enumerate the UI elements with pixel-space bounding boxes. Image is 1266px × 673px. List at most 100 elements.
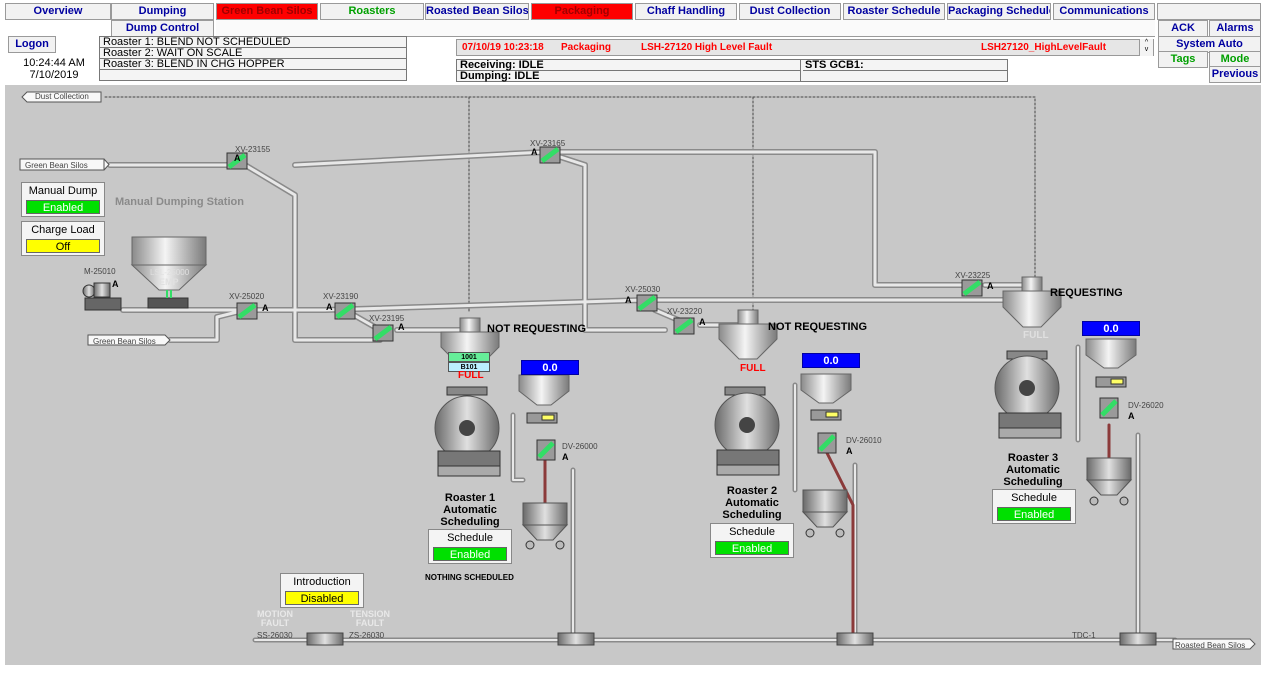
process-piping [19, 91, 1256, 650]
tdc-label: TDC-1 [1072, 631, 1096, 640]
roaster2-title: Roaster 2 Automatic Scheduling [722, 485, 782, 521]
clock-time: 10:24:44 AM [23, 57, 85, 69]
roaster2-dv-label: DV-26010 [846, 436, 882, 445]
receiving-status: Receiving: IDLE [457, 60, 801, 71]
xv23165-a: A [531, 147, 538, 157]
xv23225-label: XV-23225 [955, 271, 991, 280]
roasted-bean-silos-tag[interactable]: Roasted Bean Silos [1175, 641, 1246, 650]
xv23190-label: XV-23190 [323, 292, 359, 301]
roaster-status-box: Roaster 1: BLEND NOT SCHEDULED Roaster 2… [99, 36, 407, 81]
nav-dumping[interactable]: Dumping [111, 3, 214, 20]
charge-load-value[interactable]: Off [26, 239, 100, 253]
nav-roaster-schedule[interactable]: Roaster Schedule [843, 3, 945, 20]
xv23165-label: XV-23165 [530, 139, 566, 148]
roaster3-full: FULL [1023, 330, 1049, 341]
status-box: Receiving: IDLE Dumping: IDLE STS GCB1: [456, 59, 1008, 82]
mode-button[interactable]: Mode [1209, 51, 1261, 68]
ack-button[interactable]: ACK [1158, 20, 1208, 37]
xv23195-a: A [398, 322, 405, 332]
introduction-title: Introduction [293, 576, 351, 588]
previous-button[interactable]: Previous [1209, 66, 1261, 83]
roaster2-schedule-value[interactable]: Enabled [715, 541, 789, 555]
tags-button[interactable]: Tags [1158, 51, 1208, 68]
motor-label: M-25010 [84, 267, 116, 276]
nav-overview[interactable]: Overview [5, 3, 111, 20]
sts-status: STS GCB1: [803, 60, 1007, 71]
xv25030-label: XV-25030 [625, 285, 661, 294]
roaster2-dv-a: A [846, 446, 853, 456]
xv23155-a: A [234, 153, 241, 163]
clock-date: 7/10/2019 [29, 69, 79, 81]
roaster3-schedule-panel[interactable]: Schedule Enabled [992, 489, 1076, 524]
alarm-scroll-icon[interactable]: ^v [1139, 39, 1153, 56]
nav-packaging-schedule[interactable]: Packaging Schedule [947, 3, 1051, 20]
manual-dump-panel[interactable]: Manual Dump Enabled [21, 182, 105, 217]
roaster2-readout: 0.0 [802, 353, 860, 368]
roaster2-full: FULL [740, 363, 766, 374]
roaster1-schedule-title: Schedule [447, 532, 493, 544]
alarm-timestamp: 07/10/19 10:23:18 [462, 42, 544, 53]
tension-fault-label: TENSION FAULT [349, 609, 390, 628]
roaster2-status: Roaster 2: WAIT ON SCALE [100, 48, 406, 59]
roaster1-dv-a: A [562, 452, 569, 462]
alarm-banner[interactable]: 07/10/19 10:23:18 Packaging LSH-27120 Hi… [456, 39, 1154, 56]
zs-label: ZS-26030 [349, 631, 385, 640]
process-diagram: Dust Collection Green Bean Silos Green B… [5, 85, 1261, 665]
xv23155-label: XV-23155 [235, 145, 271, 154]
introduction-value[interactable]: Disabled [285, 591, 359, 605]
nav-chaff-handling[interactable]: Chaff Handling [635, 3, 737, 20]
nav-blank [1157, 3, 1261, 20]
roaster1-chip-2: B101 [448, 362, 490, 372]
logon-button[interactable]: Logon [8, 36, 56, 53]
introduction-panel[interactable]: Introduction Disabled [280, 573, 364, 608]
roaster3-schedule-value[interactable]: Enabled [997, 507, 1071, 521]
manual-dump-title: Manual Dump [28, 185, 98, 197]
roaster1-dv-label: DV-26000 [562, 442, 598, 451]
roaster3-dv-label: DV-26020 [1128, 401, 1164, 410]
charge-load-title: Charge Load [31, 224, 95, 236]
nav-dump-control[interactable]: Dump Control [111, 20, 214, 37]
roaster3-request-status: REQUESTING [1050, 287, 1123, 299]
nav-roasters[interactable]: Roasters [320, 3, 424, 20]
roaster1-status: Roaster 1: BLEND NOT SCHEDULED [100, 37, 406, 48]
alarm-area: Packaging [561, 42, 612, 53]
nav-communications[interactable]: Communications [1053, 3, 1155, 20]
roaster3-readout: 0.0 [1082, 321, 1140, 336]
roaster1-chip-1: 1001 [448, 352, 490, 362]
nav-roasted-bean-silos[interactable]: Roasted Bean Silos [425, 3, 529, 20]
roaster1-full: FULL [458, 370, 484, 381]
dumping-status: Dumping: IDLE [457, 71, 801, 82]
green-bean-silos-tag[interactable]: Green Bean Silos [25, 161, 88, 170]
nav-packaging[interactable]: Packaging [531, 3, 633, 20]
xv23225-a: A [987, 281, 994, 291]
xv25020-a: A [262, 303, 269, 313]
roaster1-schedule-panel[interactable]: Schedule Enabled [428, 529, 512, 564]
motion-fault-label: MOTION FAULT [257, 609, 293, 628]
roaster3-status: Roaster 3: BLEND IN CHG HOPPER [100, 59, 406, 70]
alarm-tag: LSH27120_HighLevelFault [981, 42, 1107, 53]
lsl-label: LSL-25000 [150, 268, 190, 277]
xv23220-label: XV-23220 [667, 307, 703, 316]
manual-dump-value[interactable]: Enabled [26, 200, 100, 214]
nav-dust-collection[interactable]: Dust Collection [739, 3, 841, 20]
xv23195-label: XV-23195 [369, 314, 405, 323]
roaster2-request-status: NOT REQUESTING [768, 321, 868, 333]
nav-green-bean-silos[interactable]: Green Bean Silos [216, 3, 318, 20]
xv25020-label: XV-25020 [229, 292, 265, 301]
roaster1-schedule-value[interactable]: Enabled [433, 547, 507, 561]
roaster1-note: NOTHING SCHEDULED [425, 573, 514, 582]
alarms-button[interactable]: Alarms [1209, 20, 1261, 37]
xv23190-a: A [326, 302, 333, 312]
roaster2-schedule-title: Schedule [729, 526, 775, 538]
ss-label: SS-26030 [257, 631, 293, 640]
green-bean-silos-tag-2[interactable]: Green Bean Silos [93, 337, 156, 346]
nav-row2-filler [216, 20, 1155, 37]
empty-label: EMP [159, 277, 179, 287]
alarm-message: LSH-27120 High Level Fault [641, 42, 773, 53]
clock: 10:24:44 AM 7/10/2019 [10, 57, 98, 81]
motor-a-label: A [112, 279, 119, 289]
roaster2-schedule-panel[interactable]: Schedule Enabled [710, 523, 794, 558]
roaster1-request-status: NOT REQUESTING [487, 323, 587, 335]
charge-load-panel[interactable]: Charge Load Off [21, 221, 105, 256]
dust-collection-tag[interactable]: Dust Collection [35, 92, 89, 101]
